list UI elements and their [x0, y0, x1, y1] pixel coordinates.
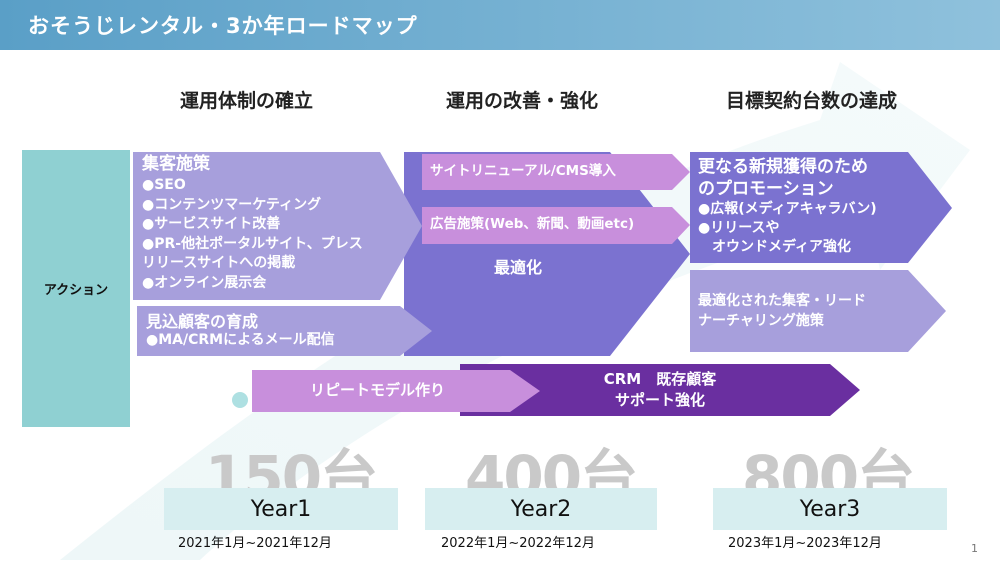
year2-label: Year2 — [510, 496, 572, 522]
nurture-group: 見込顧客の育成 ●MA/CRMによるメール配信 — [146, 312, 335, 350]
page-title: おそうじレンタル・3か年ロードマップ — [28, 14, 418, 38]
year2-period: 2022年1月~2022年12月 — [441, 536, 595, 551]
repeat-model-label: リピートモデル作り — [310, 381, 446, 399]
list-item: ●リリースや — [698, 220, 780, 236]
list-item: ●PR-他社ポータルサイト、プレス — [142, 235, 363, 252]
promotion-title-2: のプロモーション — [698, 179, 834, 199]
year3-nurture-line-1: 最適化された集客・リード — [698, 293, 866, 309]
repeat-model-arrow — [252, 370, 540, 412]
crm-line-1: CRM 既存顧客 — [603, 370, 717, 388]
year1-acquisition-arrow — [133, 152, 422, 300]
year3-box: Year3 — [713, 488, 947, 530]
list-item: リリースサイトへの掲載 — [142, 255, 296, 272]
crm-line-2: サポート強化 — [614, 391, 705, 409]
site-renewal-label: サイトリニューアル/CMS導入 — [430, 163, 616, 179]
year1-box: Year1 — [164, 488, 398, 530]
phase-heading-1: 運用体制の確立 — [180, 90, 314, 112]
list-item: オウンドメディア強化 — [712, 239, 852, 255]
optimize-label: 最適化 — [494, 258, 543, 277]
year3-promotion-arrow — [690, 152, 952, 263]
list-item: ●広報(メディアキャラバン) — [698, 201, 877, 217]
site-renewal-arrow — [422, 154, 690, 190]
list-item: ●コンテンツマーケティング — [142, 196, 322, 213]
year3-label: Year3 — [799, 496, 861, 522]
row-label-block: アクション — [22, 150, 130, 427]
year3-nurture-text: 最適化された集客・リード ナーチャリング施策 — [698, 291, 866, 331]
title-bar: おそうじレンタル・3か年ロードマップ — [0, 0, 1000, 50]
year1-label: Year1 — [250, 496, 312, 522]
ads-arrow — [422, 207, 690, 244]
acquisition-list: ●SEO ●コンテンツマーケティング ●サービスサイト改善 ●PR-他社ポータル… — [142, 176, 363, 293]
row-label: アクション — [43, 283, 109, 298]
phase-heading-2: 運用の改善・強化 — [446, 90, 599, 112]
list-item: ●オンライン展示会 — [142, 274, 267, 291]
timeline-start-dot — [232, 392, 248, 408]
year3-period: 2023年1月~2023年12月 — [728, 536, 882, 551]
nurture-title: 見込顧客の育成 — [146, 312, 259, 331]
crm-arrow — [460, 364, 860, 416]
ads-label: 広告施策(Web、新聞、動画etc) — [430, 216, 635, 232]
list-item: ●MA/CRMによるメール配信 — [146, 332, 335, 348]
acquisition-title: 集客施策 — [142, 154, 210, 174]
promotion-group: 更なる新規獲得のため のプロモーション ●広報(メディアキャラバン) ●リリース… — [698, 156, 877, 257]
acquisition-group: 集客施策 ●SEO ●コンテンツマーケティング ●サービスサイト改善 ●PR-他… — [142, 154, 363, 293]
phase-heading-3: 目標契約台数の達成 — [726, 90, 898, 112]
promotion-title-1: 更なる新規獲得のため — [698, 157, 868, 177]
year1-nurture-arrow — [137, 306, 432, 356]
crm-text: CRM 既存顧客 サポート強化 — [580, 369, 740, 411]
year1-period: 2021年1月~2021年12月 — [178, 536, 332, 551]
year3-nurture-line-2: ナーチャリング施策 — [698, 313, 824, 329]
list-item: ●サービスサイト改善 — [142, 216, 281, 233]
optimize-block — [404, 152, 690, 356]
page-number: 1 — [971, 542, 978, 555]
year2-box: Year2 — [425, 488, 657, 530]
list-item: ●SEO — [142, 177, 186, 194]
year3-nurture-arrow — [690, 270, 946, 352]
